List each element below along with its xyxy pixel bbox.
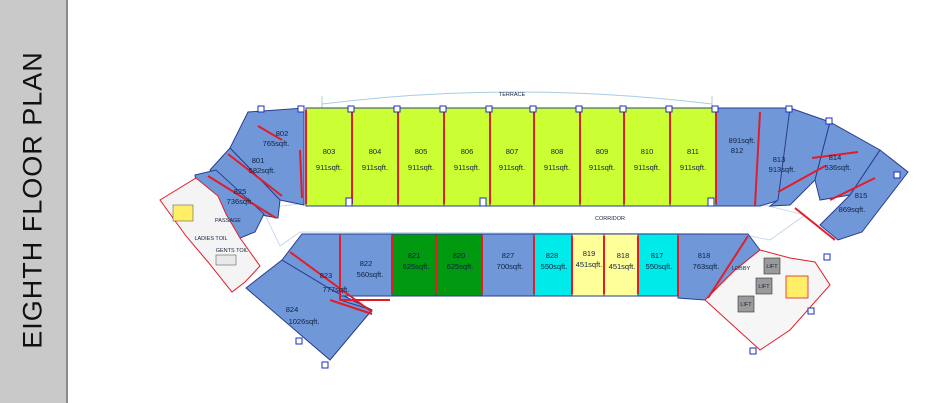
unit-814-area: 536sqft. (825, 163, 852, 172)
unit-809-area: 911sqft. (589, 163, 615, 172)
terrace-label: TERRACE (499, 92, 526, 98)
unit-810-area: 911sqft. (634, 163, 660, 172)
unit-825-num: 825 (234, 187, 247, 196)
unit-815[interactable] (819, 149, 909, 241)
unit-806[interactable] (443, 107, 491, 207)
unit-809[interactable] (579, 107, 625, 207)
partition-walls (207, 110, 876, 315)
unit-818b-num: 818 (617, 251, 630, 260)
unit-807[interactable] (489, 107, 535, 207)
unit-824-num: 824 (286, 305, 299, 314)
lobby-area (704, 249, 831, 351)
unit-827-num: 827 (502, 251, 515, 260)
unit-828-area: 550sqft. (541, 262, 568, 271)
unit-824-area: 1026sqft. (289, 317, 320, 326)
unit-803-num: 803 (323, 147, 336, 156)
unit-813-num: 813 (773, 155, 786, 164)
toilet-fixture-yellow (172, 204, 194, 222)
unit-818b-area: 451sqft. (609, 262, 636, 271)
lift-2 (755, 277, 773, 295)
unit-827-area: 700sqft. (497, 262, 524, 271)
unit-808-area: 911sqft. (544, 163, 570, 172)
unit-811-num: 811 (687, 147, 699, 156)
unit-818b[interactable] (603, 233, 639, 297)
unit-802-area: 765sqft. (263, 139, 290, 148)
unit-813-area: 913sqft. (769, 165, 796, 174)
unit-804-num: 804 (369, 147, 382, 156)
unit-819-num: 819 (583, 249, 596, 258)
corridor-label: CORRIDOR (595, 216, 625, 222)
unit-819[interactable] (571, 233, 605, 297)
unit-807-area: 911sqft. (499, 163, 525, 172)
terrace-outline (321, 91, 713, 105)
title-sidebar: EIGHTH FLOOR PLAN (0, 0, 68, 403)
unit-818-area: 763sqft. (693, 262, 720, 271)
toilet-fixture-right (215, 254, 237, 266)
unit-801-area: 582sqft. (249, 166, 276, 175)
unit-823-num: 823 (320, 271, 333, 280)
unit-812-area: 891sqft. (729, 136, 756, 145)
unit-811[interactable] (669, 107, 717, 207)
unit-821-num: 821 (408, 251, 421, 260)
unit-802[interactable] (229, 107, 305, 206)
unit-814-num: 814 (829, 153, 842, 162)
unit-803-area: 911sqft. (316, 163, 342, 172)
unit-804-area: 911sqft. (362, 163, 388, 172)
lift-label-2: LIFT (758, 284, 770, 290)
unit-815-num: 815 (855, 191, 868, 200)
ladies-toilet-label: LADIES TOIL (194, 236, 227, 242)
unit-819-area: 451sqft. (576, 260, 603, 269)
unit-817-area: 550sqft. (646, 262, 673, 271)
passage-label: PASSAGE (215, 218, 241, 224)
unit-810-num: 810 (641, 147, 654, 156)
unit-822[interactable] (339, 233, 393, 297)
unit-818-num: 818 (698, 251, 711, 260)
unit-labels: 802 765sqft. 801 582sqft. 825 736sqft. 8… (227, 129, 868, 326)
lift-label-3: LIFT (740, 302, 752, 308)
unit-810[interactable] (623, 107, 671, 207)
unit-801-num: 801 (252, 156, 265, 165)
unit-808[interactable] (533, 107, 581, 207)
unit-825-area: 736sqft. (227, 197, 254, 206)
unit-808-num: 808 (551, 147, 564, 156)
unit-815-area: 869sqft. (839, 205, 866, 214)
unit-821[interactable] (391, 233, 437, 297)
unit-805-area: 911sqft. (408, 163, 434, 172)
unit-802-num: 802 (276, 129, 289, 138)
unit-817-num: 817 (651, 251, 664, 260)
unit-804[interactable] (351, 107, 399, 207)
unit-820-num: 820 (453, 251, 466, 260)
unit-821-area: 625sqft. (403, 262, 430, 271)
unit-812-num: 812 (731, 146, 744, 155)
unit-828[interactable] (533, 233, 573, 297)
unit-805-num: 805 (415, 147, 428, 156)
lift-1 (763, 257, 781, 275)
unit-828-num: 828 (546, 251, 559, 260)
unit-820[interactable] (435, 233, 483, 297)
lift-3 (737, 295, 755, 313)
gents-toilet-label: GENTS TOIL (216, 248, 249, 254)
unit-806-num: 806 (461, 147, 474, 156)
unit-820-area: 625sqft. (447, 262, 474, 271)
unit-822-area: 560sqft. (357, 270, 384, 279)
stair-block (785, 275, 809, 299)
unit-801[interactable] (209, 147, 281, 219)
unit-809-num: 809 (596, 147, 609, 156)
unit-807-num: 807 (506, 147, 519, 156)
unit-806-area: 911sqft. (454, 163, 480, 172)
unit-823-area: 777sqft. (323, 285, 350, 294)
lobby-label: LOBBY (732, 266, 751, 272)
unit-811-area: 911sqft. (680, 163, 706, 172)
unit-805[interactable] (397, 107, 445, 207)
lift-label-1: LIFT (766, 264, 778, 270)
unit-803[interactable] (305, 107, 353, 207)
column-markers (257, 105, 901, 369)
unit-822-num: 822 (360, 259, 373, 268)
